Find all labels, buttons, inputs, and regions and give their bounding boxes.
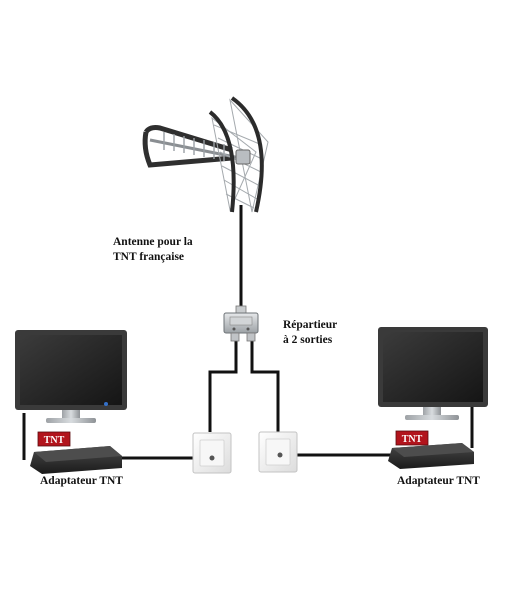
antenna-label-line2: TNT française [113,251,185,263]
tv-right-stand-neck [423,407,441,417]
antenna-mount [235,149,251,165]
adapter-right-label: Adaptateur TNT [397,475,480,487]
tnt-antenna [142,96,269,213]
wall-outlet-right [258,431,298,473]
tv-left-stand-base [46,418,96,423]
antenna-reflector-upper [143,125,233,153]
splitter-label: Répartieur à 2 sorties [283,318,337,348]
antenna-frame-left [208,110,236,213]
splitter-label-line1: Répartieur [283,319,338,331]
splitter [223,305,259,342]
adapter-left-label: Adaptateur TNT [40,475,123,487]
tv-left-stand-neck [62,410,80,420]
antenna-directors [163,132,225,161]
antenna-boom [149,138,251,162]
wall-outlet-left [192,432,232,474]
antenna-label-line1: Antenne pour la [113,236,193,248]
antenna-reflector-lower [142,131,233,168]
tnt-logo-right-text: TNT [402,434,423,445]
cable-splitter-to-left-plate [208,340,238,432]
tnt-adapter-left: TNT [30,431,122,474]
tnt-adapter-right: TNT [388,430,474,469]
tnt-logo-left: TNT [37,431,71,447]
tv-right [378,327,488,420]
cable-splitter-to-right-plate [250,340,280,432]
tv-right-stand-base [405,415,459,420]
tnt-logo-right: TNT [395,430,429,446]
antenna-label: Antenne pour la TNT française [113,235,193,265]
tv-left [15,330,127,423]
antenna-frame-right [230,96,264,213]
tnt-logo-left-text: TNT [44,435,65,446]
splitter-label-line2: à 2 sorties [283,334,333,346]
